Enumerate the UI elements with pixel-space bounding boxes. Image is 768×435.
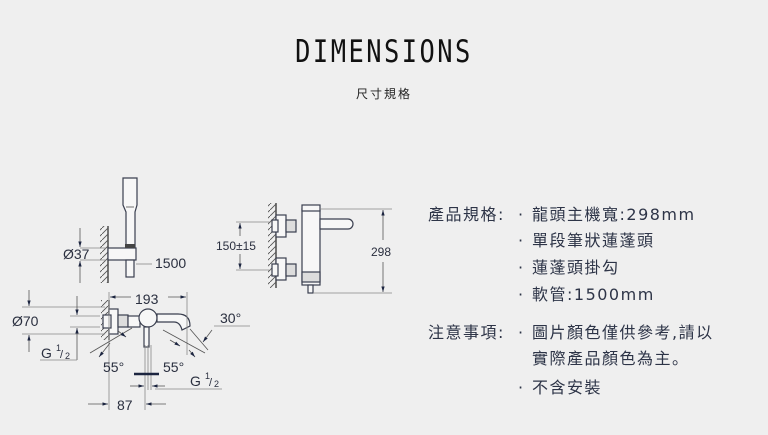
notes-label: 注意事項: [428, 323, 505, 342]
bullet: · [518, 231, 525, 250]
svg-text:2: 2 [214, 379, 219, 389]
page-subtitle: 尺寸規格 [355, 87, 412, 101]
center-distance-label: 150±15 [216, 239, 256, 253]
spec-item: ·蓮蓬頭掛勾 [518, 255, 620, 281]
bullet: · [518, 285, 525, 304]
note-item: ·圖片顏色僅供參考,請以 [518, 320, 714, 346]
note-item: ·不含安裝 [518, 375, 602, 401]
bullet: · [518, 378, 525, 397]
specs-label: 產品規格: [428, 205, 505, 224]
bullet: · [518, 258, 525, 277]
left-angle-label: 55° [103, 359, 124, 375]
note-item-continuation: 實際產品顏色為主。 [532, 349, 690, 368]
mixer-width-label: 193 [135, 291, 159, 307]
handshower-drawing [78, 177, 152, 283]
spout-angle-label: 30° [220, 310, 241, 326]
wall-mixer-drawing [236, 203, 392, 294]
bullet: · [518, 205, 525, 224]
spec-item: ·單段筆狀蓮蓬頭 [518, 228, 655, 254]
mixer-diameter-label: Ø70 [12, 313, 39, 329]
page-title: DIMENSIONS [295, 34, 473, 70]
hose-length-label: 1500 [155, 255, 186, 271]
mixer-height-label: 298 [371, 245, 391, 259]
spec-item: ·龍頭主機寬:298mm [518, 202, 696, 228]
svg-text:G: G [41, 345, 52, 361]
bath-mixer-drawing [22, 290, 250, 410]
handshower-diameter-label: Ø37 [63, 246, 90, 262]
svg-text:G: G [190, 373, 201, 389]
bullet: · [518, 323, 525, 342]
svg-text:/: / [209, 377, 213, 389]
svg-text:1: 1 [56, 343, 61, 353]
svg-text:1: 1 [205, 371, 210, 381]
svg-text:2: 2 [65, 351, 70, 361]
outlet-thread-label: G 1 / 2 [190, 371, 219, 389]
right-angle-label: 55° [163, 359, 184, 375]
mixer-depth-label: 87 [117, 397, 133, 413]
inlet-thread-label: G 1 / 2 [41, 343, 70, 361]
spec-item: ·軟管:1500mm [518, 282, 655, 308]
svg-text:/: / [60, 349, 64, 361]
